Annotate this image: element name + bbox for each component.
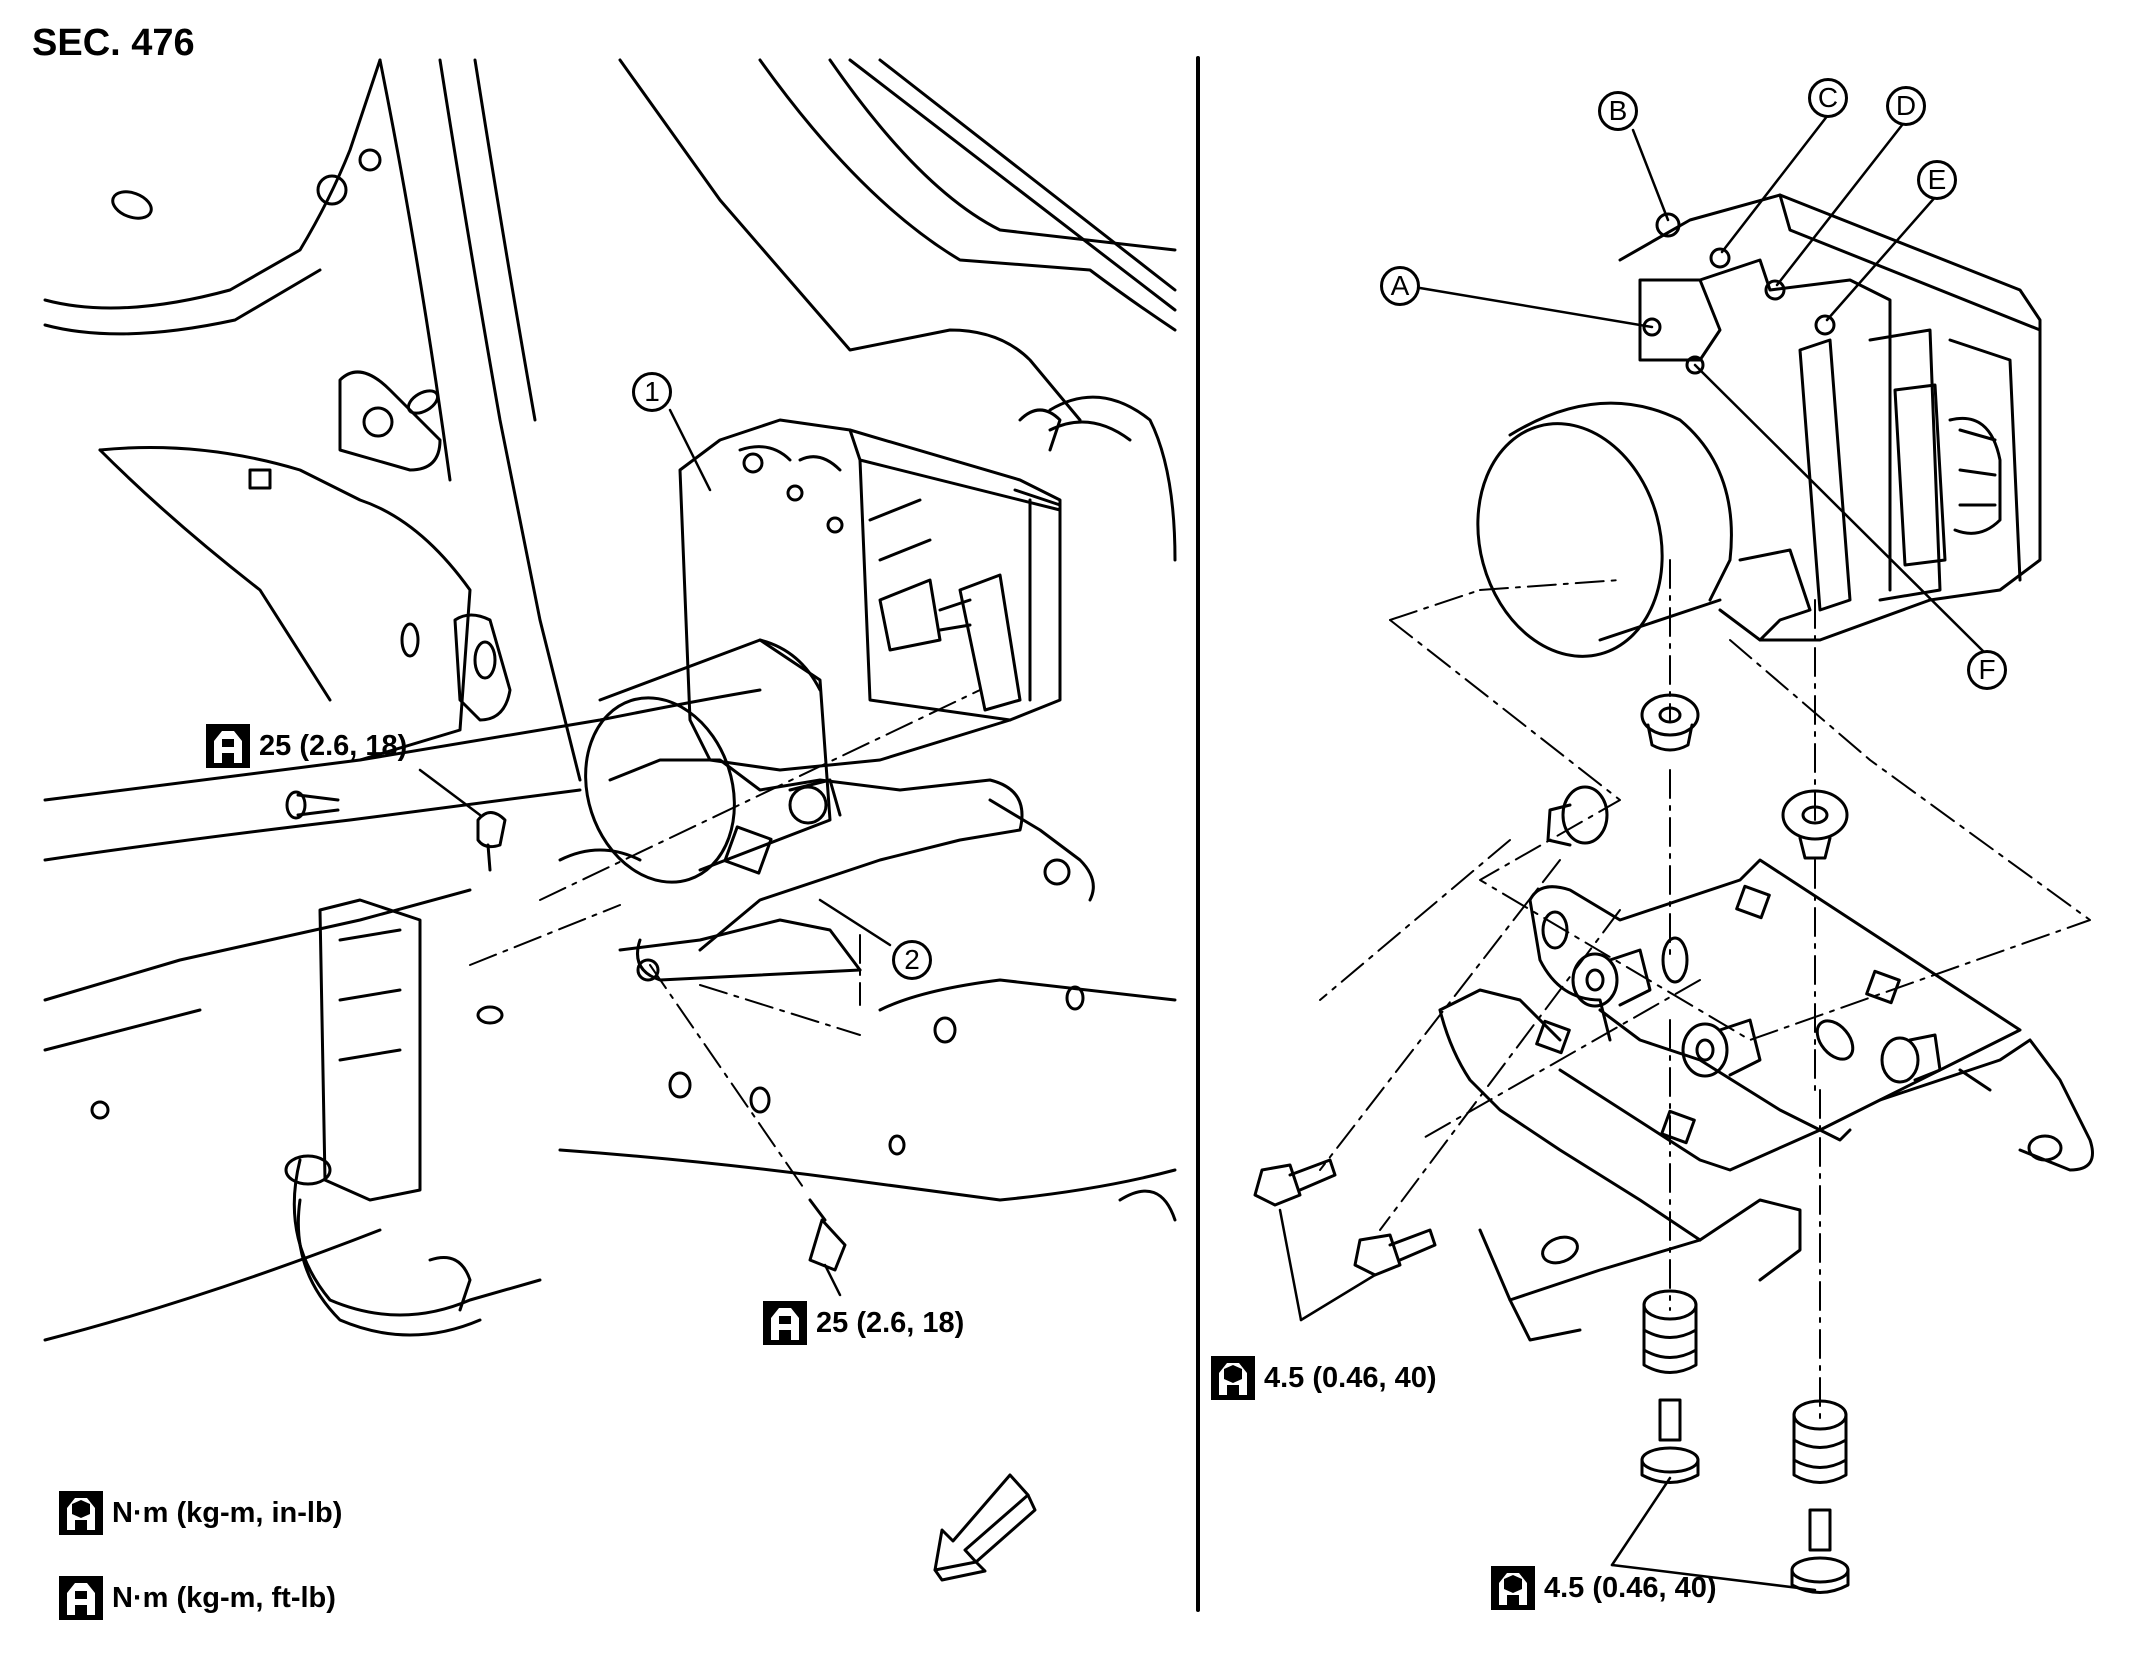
- open-wrench-outline-icon: [763, 1301, 807, 1345]
- bolt-right-2: [1353, 1228, 1437, 1277]
- callout-A: A: [1380, 266, 1420, 306]
- callout-C: C: [1808, 78, 1848, 118]
- bolt-left-mid: [476, 811, 507, 872]
- mount-grommet-right: [1781, 789, 1849, 860]
- legend-in-lb: N·m (kg-m, in-lb): [58, 1490, 342, 1536]
- open-wrench-outline-icon: [206, 724, 250, 768]
- callout-F: F: [1967, 650, 2007, 690]
- leader-lines: [418, 113, 1989, 1592]
- torque-spec-left-lower: 25 (2.6, 18): [762, 1300, 964, 1346]
- torque-value: 25 (2.6, 18): [259, 729, 408, 762]
- mount-bracket-right: [1438, 858, 2094, 1342]
- legend-label: N·m (kg-m, ft-lb): [112, 1581, 336, 1614]
- bolt-left-upper: [285, 790, 340, 820]
- mount-insulator-bottom-2: [1792, 1399, 1848, 1484]
- legend-ft-lb: N·m (kg-m, ft-lb): [58, 1575, 336, 1621]
- front-arrow-icon: [933, 1473, 1037, 1582]
- torque-spec-left-upper: 25 (2.6, 18): [205, 723, 407, 769]
- callout-D: D: [1886, 86, 1926, 126]
- actuator-unit-right: [1476, 193, 2042, 658]
- section-number: SEC. 476: [32, 22, 195, 64]
- bolt-left-lower: [808, 1198, 847, 1272]
- callout-E: E: [1917, 160, 1957, 200]
- torque-spec-right-bottom: 4.5 (0.46, 40): [1490, 1565, 1717, 1611]
- open-wrench-outline-icon: [59, 1576, 103, 1620]
- socket-wrench-filled-icon: [1211, 1356, 1255, 1400]
- torque-value: 25 (2.6, 18): [816, 1306, 965, 1339]
- bolt-right-1: [1253, 1158, 1337, 1207]
- torque-spec-right-bolts: 4.5 (0.46, 40): [1210, 1355, 1437, 1401]
- legend-label: N·m (kg-m, in-lb): [112, 1496, 343, 1529]
- vehicle-body-structure: [43, 58, 1177, 1342]
- actuator-unit-left: [584, 418, 1062, 884]
- assembly-lines-left: [469, 689, 981, 1191]
- mount-grommet-left: [1546, 785, 1609, 847]
- socket-wrench-filled-icon: [59, 1491, 103, 1535]
- stud-bottom-1: [1640, 1398, 1700, 1484]
- mount-insulator-bottom-1: [1642, 1289, 1698, 1374]
- torque-value: 4.5 (0.46, 40): [1544, 1571, 1717, 1604]
- callout-B: B: [1598, 91, 1638, 131]
- torque-value: 4.5 (0.46, 40): [1264, 1361, 1437, 1394]
- stud-bottom-2: [1790, 1508, 1850, 1594]
- callout-2: 2: [892, 940, 932, 980]
- callout-1: 1: [632, 372, 672, 412]
- mount-grommet-top: [1640, 693, 1700, 752]
- socket-wrench-filled-icon: [1491, 1566, 1535, 1610]
- assembly-lines-right: [1319, 559, 2091, 1421]
